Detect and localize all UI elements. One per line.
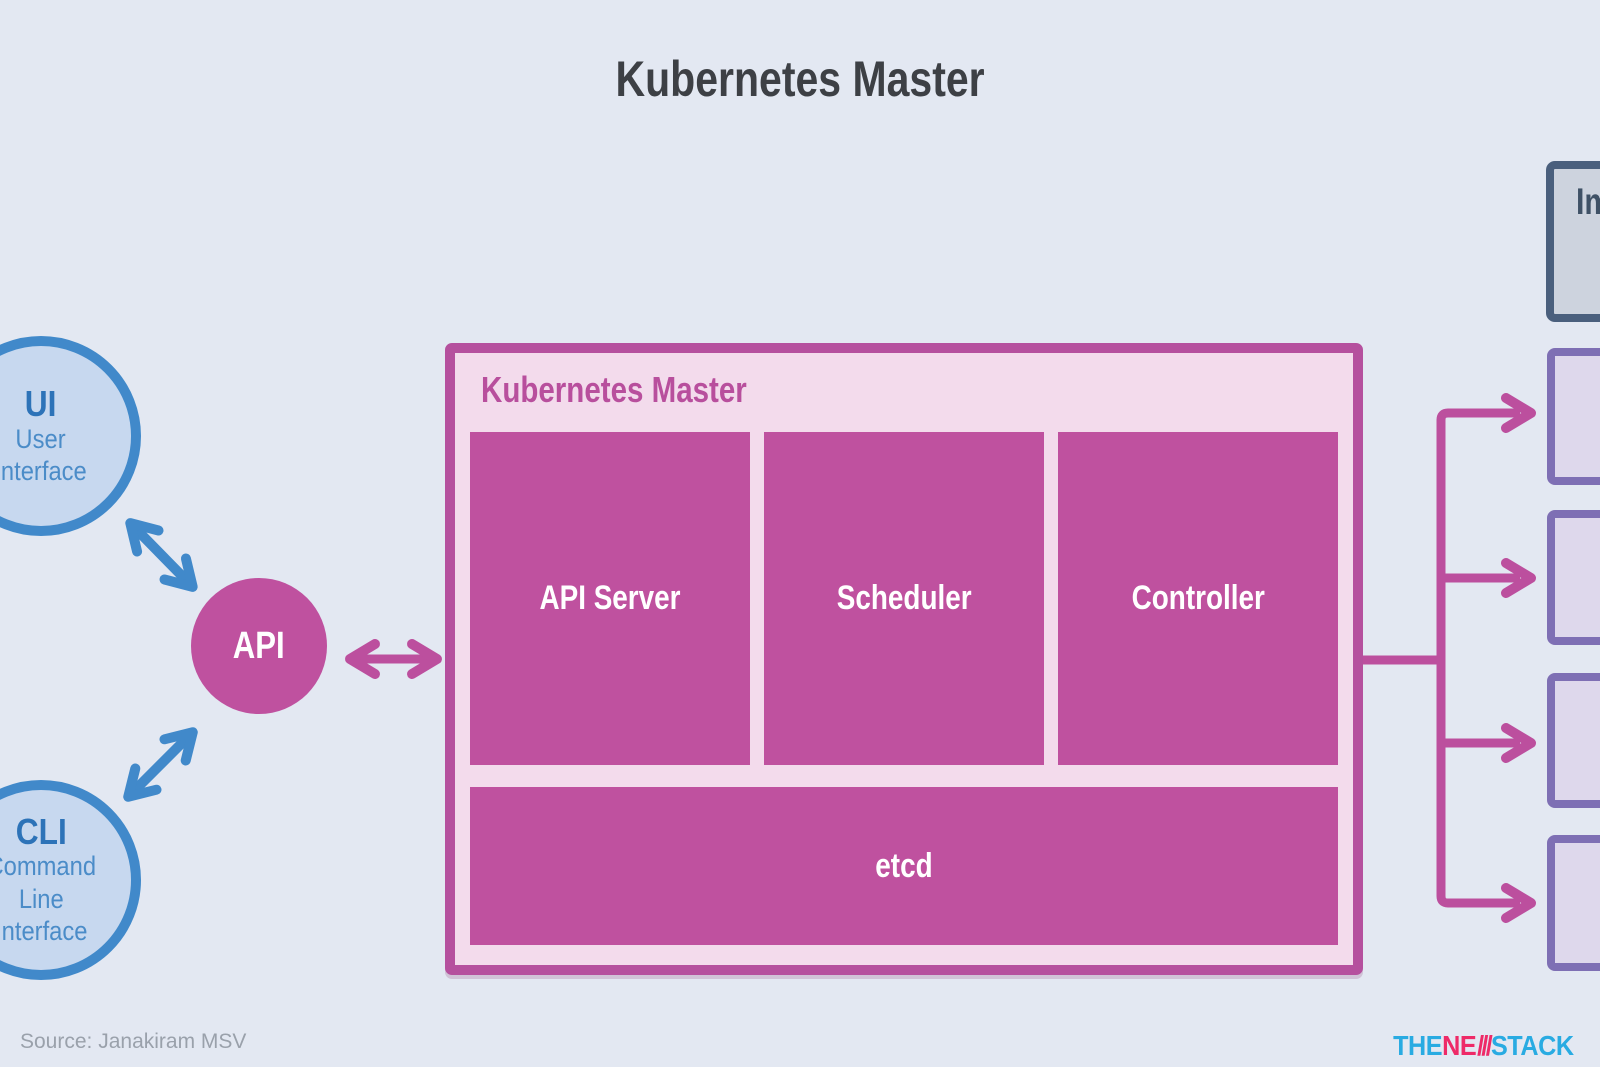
cli-line: Interface [0, 916, 88, 947]
cli-line: Line [18, 883, 64, 914]
ui-line: Interface [0, 455, 88, 486]
node-trunk-line [1436, 393, 1536, 923]
page-title: Kubernetes Master [0, 50, 1600, 108]
thenewstack-logo: THENE///STACK [1393, 1030, 1574, 1062]
component-box-controller: Controller [1058, 432, 1338, 765]
node-box [1547, 510, 1600, 645]
master-box: Kubernetes Master API Server Scheduler C… [445, 343, 1363, 975]
etcd-box: etcd [470, 787, 1338, 945]
logo-the: THE [1393, 1030, 1443, 1061]
registry-label: Im [1576, 181, 1600, 222]
master-box-header: Kubernetes Master [481, 369, 747, 410]
component-box-scheduler: Scheduler [764, 432, 1044, 765]
ui-line: User [15, 423, 67, 454]
etcd-label: etcd [875, 846, 933, 885]
cli-abbr: CLI [15, 810, 67, 852]
component-row: API Server Scheduler Controller [470, 432, 1338, 765]
node-box [1547, 348, 1600, 485]
cli-line: Command [0, 851, 96, 882]
ui-circle: UI User Interface [0, 336, 141, 536]
ui-circle-text: UI User Interface [0, 382, 88, 488]
registry-box: Im [1546, 161, 1600, 322]
arrow-cli-api [123, 727, 198, 802]
node-box [1547, 835, 1600, 971]
logo-stack: STACK [1491, 1030, 1574, 1061]
cli-circle: CLI Command Line Interface [0, 780, 141, 980]
api-circle: API [191, 578, 327, 714]
logo-ne: NE [1442, 1030, 1477, 1061]
logo-w-slashes-icon: /// [1477, 1030, 1494, 1061]
cli-circle-text: CLI Command Line Interface [0, 810, 96, 948]
ui-abbr: UI [25, 382, 57, 424]
component-label: Controller [1131, 579, 1265, 617]
source-text: Source: Janakiram MSV [20, 1030, 247, 1053]
component-label: API Server [539, 579, 681, 617]
component-label: Scheduler [836, 579, 972, 617]
component-box-api-server: API Server [470, 432, 750, 765]
page-title-text: Kubernetes Master [615, 51, 985, 107]
node-box [1547, 673, 1600, 808]
arrow-ui-api [125, 518, 198, 592]
api-label: API [233, 624, 285, 667]
